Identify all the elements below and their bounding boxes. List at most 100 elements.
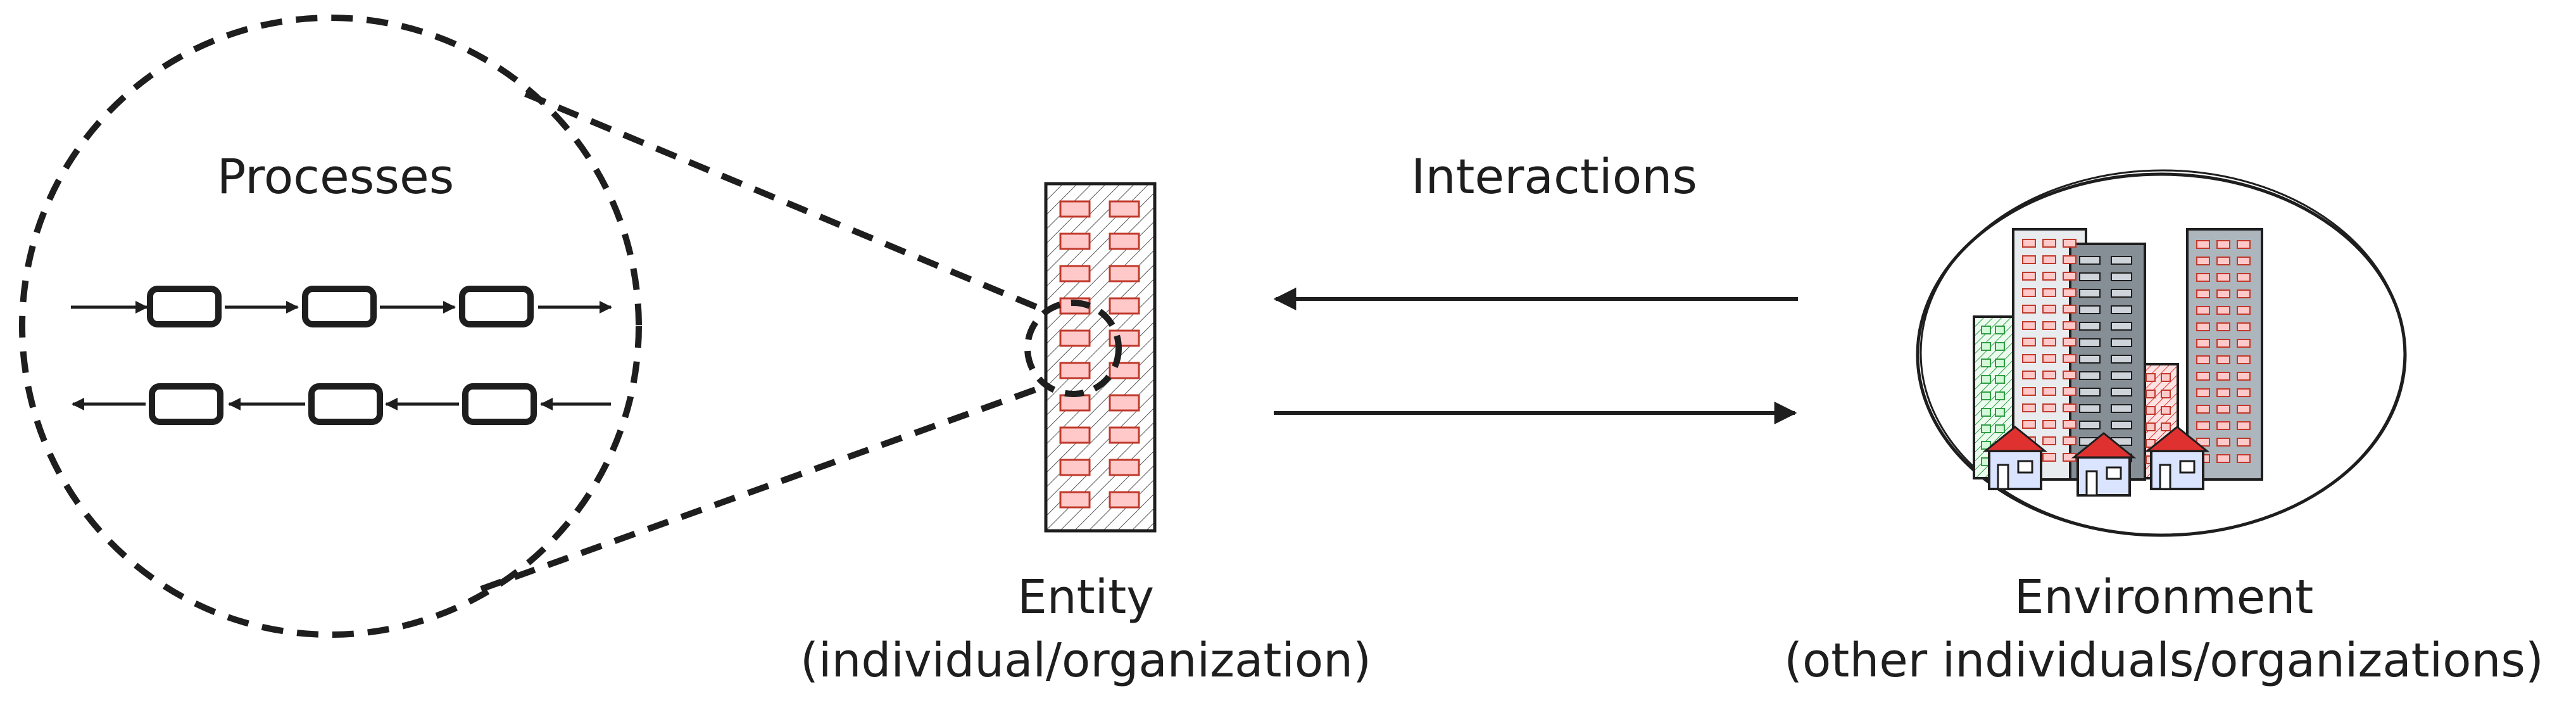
building-window — [1109, 459, 1140, 476]
building-window — [2196, 388, 2210, 397]
building-window — [1995, 326, 2005, 334]
building-window — [2063, 436, 2077, 445]
building-window — [2216, 438, 2230, 447]
building-window — [1059, 362, 1091, 379]
building-window — [2237, 438, 2251, 447]
building-window — [2079, 256, 2101, 265]
building-window — [2111, 338, 2132, 347]
building-window — [2111, 371, 2132, 380]
zoom-focus-circle — [1024, 300, 1122, 397]
house-icon — [1982, 426, 2048, 490]
building-window — [1109, 200, 1140, 218]
city-buildings-icon — [1973, 228, 2263, 497]
building-window — [2042, 338, 2056, 346]
building-window — [2079, 305, 2101, 314]
building-window — [1981, 441, 1991, 450]
process-zoom-view: Processes — [19, 15, 1046, 638]
building-window — [2146, 439, 2156, 448]
building-window — [2022, 403, 2036, 412]
building-window — [2111, 388, 2132, 397]
building-window — [2042, 403, 2056, 412]
building-window — [2042, 321, 2056, 330]
building-window — [2237, 405, 2251, 414]
process-zoom-circle — [19, 15, 642, 638]
building-window — [2063, 288, 2077, 297]
building-window — [2237, 322, 2251, 331]
building-window — [1981, 424, 1991, 433]
building-window — [1109, 394, 1140, 412]
building-window — [1059, 329, 1091, 347]
building-window — [2216, 306, 2230, 315]
building-window — [2079, 404, 2101, 413]
office-building-icon — [1044, 182, 1157, 533]
entity-title: Entity — [1017, 570, 1154, 625]
building-window — [2042, 371, 2056, 379]
building-window — [2146, 373, 2156, 382]
building-window — [2161, 390, 2171, 398]
processes-label: Processes — [217, 148, 455, 205]
building-window — [2146, 422, 2156, 431]
building-window — [2216, 240, 2230, 249]
process-step — [147, 286, 222, 327]
building-window — [2196, 322, 2210, 331]
building-window — [2063, 305, 2077, 314]
building-window — [1059, 200, 1091, 218]
building-window — [1109, 491, 1140, 509]
building-window — [2022, 272, 2036, 281]
building-window — [2237, 339, 2251, 348]
building-window — [1059, 232, 1091, 250]
building-window — [2079, 371, 2101, 380]
building-window — [1109, 232, 1140, 250]
building-window — [2022, 371, 2036, 379]
building-window — [1995, 342, 2005, 351]
building-window — [2022, 239, 2036, 248]
building-window — [1995, 391, 2005, 400]
building-window — [2216, 372, 2230, 381]
process-step — [462, 383, 537, 425]
building-window — [2216, 322, 2230, 331]
building-window — [2216, 273, 2230, 282]
building-window — [2022, 354, 2036, 363]
building-window — [2022, 255, 2036, 264]
building-window — [1109, 297, 1140, 315]
building-window — [1059, 426, 1091, 444]
building-window — [2237, 289, 2251, 298]
process-step — [459, 286, 534, 327]
building-window — [1995, 358, 2005, 367]
building-window — [1995, 375, 2005, 384]
building-window — [2196, 372, 2210, 381]
building-window — [2237, 273, 2251, 282]
building-window — [2079, 421, 2101, 429]
building-window — [2237, 421, 2251, 430]
building-window — [2216, 339, 2230, 348]
building-window — [2079, 289, 2101, 298]
building-window — [2079, 388, 2101, 397]
building-window — [2079, 272, 2101, 281]
building-window — [2216, 421, 2230, 430]
building-window — [2063, 321, 2077, 330]
building-window — [2022, 321, 2036, 330]
building-window — [2063, 403, 2077, 412]
building-window — [1981, 391, 1991, 400]
building-window — [2063, 371, 2077, 379]
building-window — [2196, 421, 2210, 430]
building-window — [2196, 240, 2210, 249]
building-window — [2196, 355, 2210, 364]
building-window — [1059, 265, 1091, 282]
building-window — [2216, 405, 2230, 414]
building-window — [2022, 338, 2036, 346]
building-window — [2042, 420, 2056, 429]
building-window — [1981, 408, 1991, 417]
building-window — [2042, 305, 2056, 314]
building-window — [2042, 288, 2056, 297]
zoom-connector-bottom — [480, 383, 1046, 592]
building-window — [2111, 289, 2132, 298]
house-icon — [2071, 432, 2137, 497]
building-window — [2063, 239, 2077, 248]
building-window — [2161, 373, 2171, 382]
building-window — [2111, 305, 2132, 314]
building-window — [2161, 422, 2171, 431]
building-window — [2079, 338, 2101, 347]
process-step — [308, 383, 383, 425]
